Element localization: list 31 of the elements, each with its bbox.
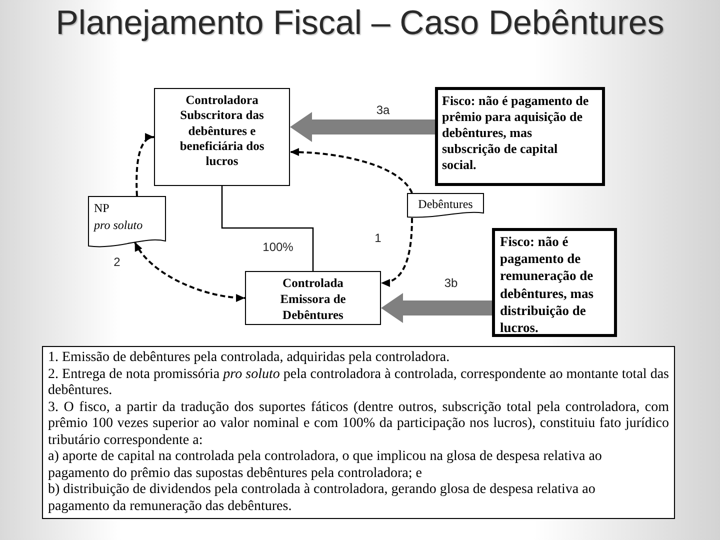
block-arrow: [381, 293, 492, 323]
document-shape: [88, 196, 166, 248]
note-text: b) distribuição de dividendos pela controlada à controladora, gerando glosa de despesa relativa ao pagamento da remuneração das debêntures.: [48, 482, 596, 515]
block-arrow: [290, 112, 435, 142]
box-text: Controladora Subscritora das debêntures e beneficiária dos lucros: [178, 93, 266, 170]
dashed-arrow: [134, 242, 246, 302]
note-box: [492, 228, 617, 337]
entity-box: [154, 88, 290, 186]
document-shape: [407, 193, 484, 218]
dashed-arrow: [380, 218, 413, 286]
box-text: pro soluto: [94, 217, 143, 234]
connector-line: [221, 186, 314, 271]
dashed-arrow: [290, 148, 413, 194]
edge-label: 3b: [442, 276, 460, 290]
dashed-arrow: [136, 134, 154, 196]
note-text: 2. Entrega de nota promissória pro soluto pela controladora à controlada, correspondente ao montante total das debêntures.: [48, 366, 669, 400]
notes-box: [42, 346, 675, 519]
edge-label: 2: [112, 255, 122, 269]
slide-title: Planejamento Fiscal – Caso Debêntures: [56, 4, 664, 43]
entity-box: [245, 271, 381, 325]
edge-label: 100%: [260, 240, 296, 254]
box-text: Debêntures: [418, 197, 473, 212]
note-text: 3. O fisco, a partir da tradução dos suportes fáticos (dentre outros, subscrição total pela controladora, com prêmio 100 vezes superior ao valor nominal e com 100% da participação nos lucros), constituiu fato jurídico tributário correspondente a:: [48, 400, 669, 449]
box-text: Fisco: não é pagamento de prêmio para aquisição de debêntures, mas subscrição de capital social.: [442, 93, 590, 173]
edge-label: 3a: [374, 103, 392, 117]
box-text: Controlada Emissora de Debêntures: [279, 275, 347, 323]
box-text: Fisco: não é pagamento de remuneração de debêntures, mas distribuição de lucros.: [500, 233, 595, 336]
box-text: NP: [94, 200, 110, 217]
note-box: [435, 87, 605, 186]
edge-label: 1: [372, 231, 384, 245]
note-text: 1. Emissão de debêntures pela controlada, adquiridas pela controladora.: [48, 350, 451, 366]
